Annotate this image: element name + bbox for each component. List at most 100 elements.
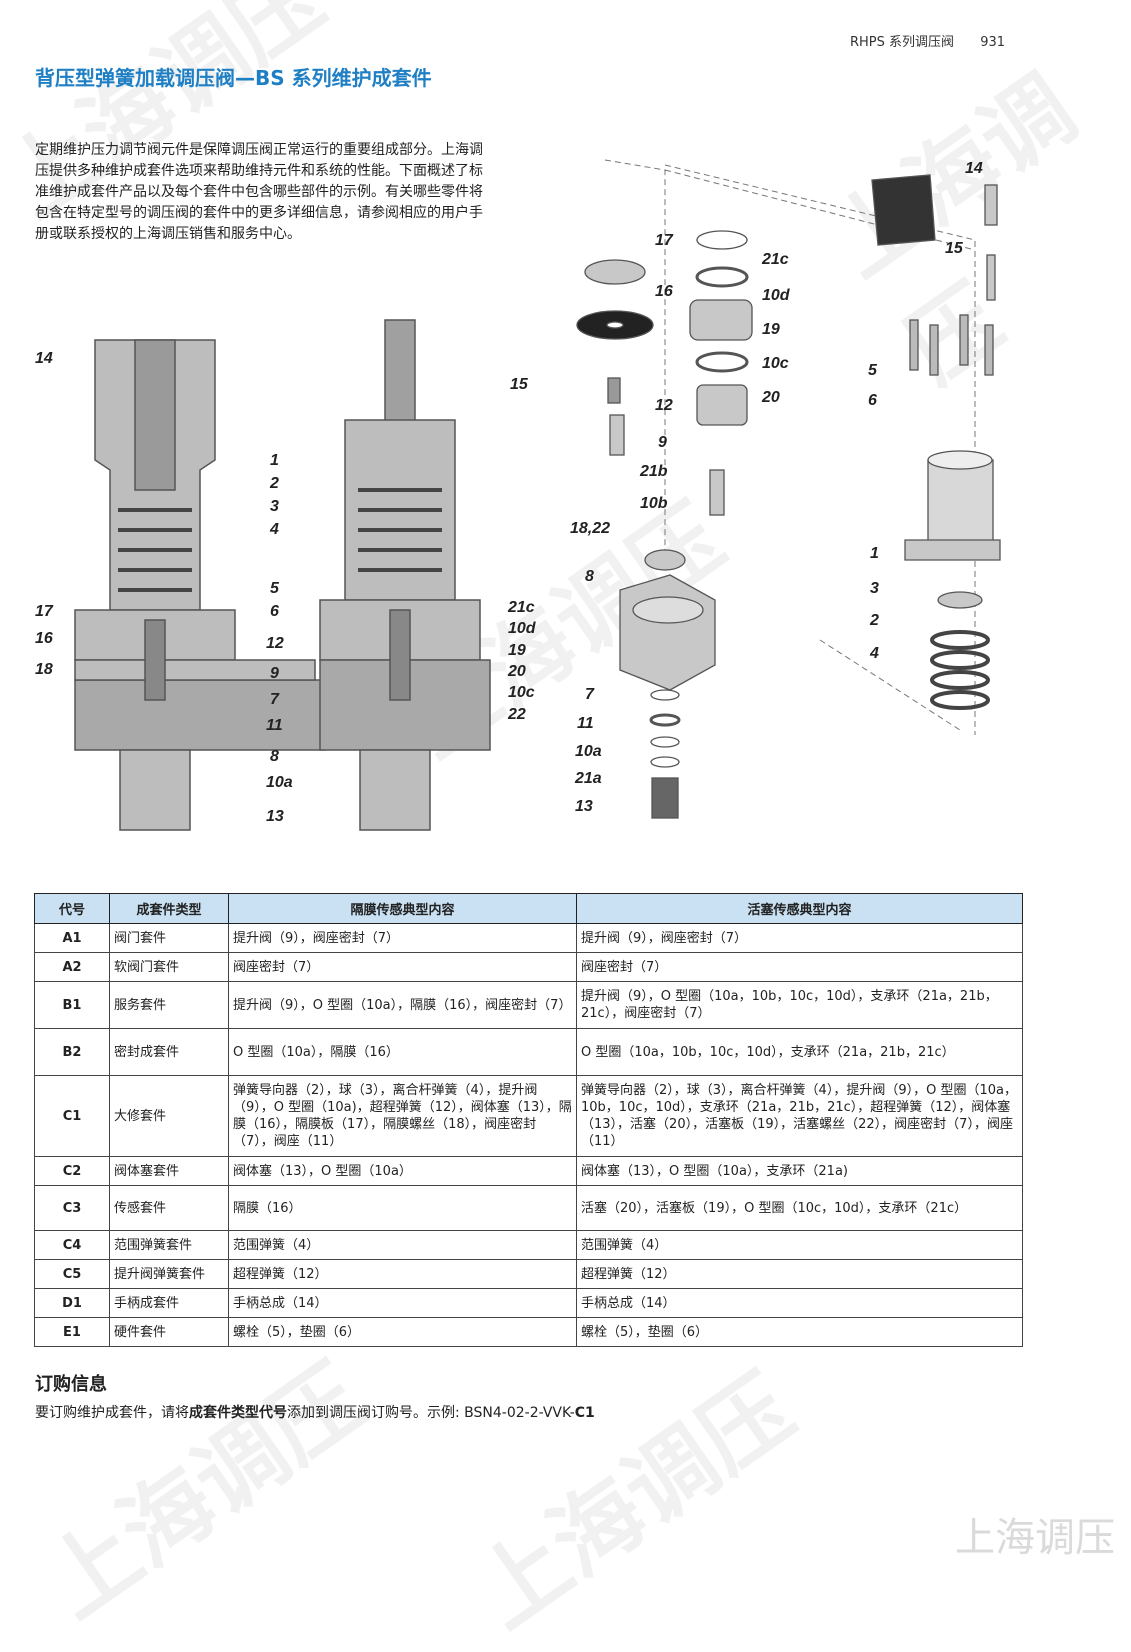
part-callout-label: 17	[35, 603, 53, 620]
ordering-text-middle: 添加到调压阀订购号。示例: BSN4-02-2-VVK-	[287, 1405, 575, 1421]
table-row: E1 硬件套件 螺栓（5），垫圈（6） 螺栓（5），垫圈（6）	[34, 1317, 1023, 1347]
part-callout-label: 12	[655, 397, 673, 414]
diaphragm-contents: 手柄总成（14）	[228, 1288, 577, 1318]
kit-type: 阀门套件	[109, 923, 229, 953]
part-callout-label: 6	[270, 603, 279, 620]
part-callout-label: 1	[870, 545, 879, 562]
kit-code: B1	[34, 981, 110, 1029]
part-callout-label: 10b	[640, 495, 668, 512]
right-exploded-parts	[871, 174, 1001, 710]
kit-code: E1	[34, 1317, 110, 1347]
piston-contents: 提升阀（9），O 型圈（10a，10b，10c，10d），支承环（21a，21b…	[576, 981, 1023, 1029]
ordering-text: 要订购维护成套件，请将成套件类型代号添加到调压阀订购号。示例: BSN4-02-…	[35, 1402, 595, 1422]
part-callout-label: 19	[508, 642, 526, 659]
piston-contents: 提升阀（9），阀座密封（7）	[576, 923, 1023, 953]
table-row: C3 传感套件 隔膜（16） 活塞（20），活塞板（19），O 型圈（10c，1…	[34, 1185, 1023, 1231]
page-header: RHPS 系列调压阀 931	[850, 31, 1005, 50]
part-callout-label: 19	[762, 321, 780, 338]
part-callout-label: 11	[266, 717, 283, 734]
part-callout-label: 17	[655, 232, 673, 249]
diaphragm-valve-cutaway	[74, 339, 326, 831]
part-callout-label: 8	[270, 748, 279, 765]
diaphragm-contents: 超程弹簧（12）	[228, 1259, 577, 1289]
piston-contents: 活塞（20），活塞板（19），O 型圈（10c，10d），支承环（21c）	[576, 1185, 1023, 1231]
part-callout-label: 16	[655, 283, 673, 300]
ordering-text-bold: 成套件类型代号	[189, 1405, 287, 1421]
kit-code: C4	[34, 1230, 110, 1260]
part-callout-label: 10c	[508, 684, 535, 701]
kit-code: C1	[34, 1075, 110, 1157]
diaphragm-contents: 提升阀（9），阀座密封（7）	[228, 923, 577, 953]
piston-contents: 弹簧导向器（2），球（3），离合杆弹簧（4），提升阀（9），O 型圈（10a，1…	[576, 1075, 1023, 1157]
piston-contents: 超程弹簧（12）	[576, 1259, 1023, 1289]
part-callout-label: 10d	[508, 620, 536, 637]
part-callout-label: 10c	[762, 355, 789, 372]
header-diaphragm-contents: 隔膜传感典型内容	[228, 893, 577, 924]
part-callout-label: 20	[762, 389, 780, 406]
kit-code: C2	[34, 1156, 110, 1186]
watermark: 上海调压	[457, 1355, 813, 1649]
diaphragm-contents: 弹簧导向器（2），球（3），离合杆弹簧（4），提升阀（9），O 型圈（10a)，…	[228, 1075, 577, 1157]
part-callout-label: 3	[870, 580, 879, 597]
kit-code: C5	[34, 1259, 110, 1289]
page-number: 931	[980, 35, 1006, 50]
part-callout-label: 15	[945, 240, 963, 257]
kit-type: 大修套件	[109, 1075, 229, 1157]
diaphragm-contents: 隔膜（16）	[228, 1185, 577, 1231]
part-callout-label: 12	[266, 635, 284, 652]
part-callout-label: 21c	[762, 251, 789, 268]
header-kit-type: 成套件类型	[109, 893, 229, 924]
kit-code: A1	[34, 923, 110, 953]
part-callout-label: 9	[658, 434, 667, 451]
diaphragm-contents: 阀体塞（13），O 型圈（10a）	[228, 1156, 577, 1186]
ordering-example-suffix: C1	[574, 1405, 595, 1421]
part-callout-label: 22	[508, 706, 526, 723]
part-callout-label: 7	[270, 691, 279, 708]
part-callout-label: 21b	[640, 463, 668, 480]
part-callout-label: 10a	[575, 743, 602, 760]
piston-contents: 手柄总成（14）	[576, 1288, 1023, 1318]
kit-type: 手柄成套件	[109, 1288, 229, 1318]
table-header-row: 代号 成套件类型 隔膜传感典型内容 活塞传感典型内容	[34, 893, 1023, 924]
part-callout-label: 5	[868, 362, 877, 379]
part-callout-label: 3	[270, 498, 279, 515]
diaphragm-contents: 范围弹簧（4）	[228, 1230, 577, 1260]
page-title: 背压型弹簧加载调压阀—BS 系列维护成套件	[35, 66, 432, 90]
part-callout-label: 14	[35, 350, 53, 367]
table-row: C2 阀体塞套件 阀体塞（13），O 型圈（10a） 阀体塞（13），O 型圈（…	[34, 1156, 1023, 1186]
maintenance-kits-table: 代号 成套件类型 隔膜传感典型内容 活塞传感典型内容 A1 阀门套件 提升阀（9…	[34, 893, 1023, 1347]
kit-type: 范围弹簧套件	[109, 1230, 229, 1260]
diaphragm-contents: O 型圈（10a），隔膜（16）	[228, 1028, 577, 1076]
part-callout-label: 18,22	[570, 520, 611, 537]
watermark-corner: 上海调压	[955, 1515, 1115, 1561]
part-callout-label: 2	[870, 612, 879, 629]
table-row: C5 提升阀弹簧套件 超程弹簧（12） 超程弹簧（12）	[34, 1259, 1023, 1289]
piston-contents: 阀座密封（7）	[576, 952, 1023, 982]
ordering-heading: 订购信息	[35, 1374, 107, 1395]
piston-contents: 范围弹簧（4）	[576, 1230, 1023, 1260]
part-callout-label: 20	[508, 663, 526, 680]
header-code: 代号	[34, 893, 110, 924]
table-row: A2 软阀门套件 阀座密封（7） 阀座密封（7）	[34, 952, 1023, 982]
kit-code: A2	[34, 952, 110, 982]
intro-paragraph: 定期维护压力调节阀元件是保障调压阀正常运行的重要组成部分。上海调压提供多种维护成…	[35, 142, 483, 242]
kit-type: 软阀门套件	[109, 952, 229, 982]
part-callout-label: 4	[270, 521, 279, 538]
part-callout-label: 16	[35, 630, 53, 647]
part-callout-label: 21a	[575, 770, 602, 787]
diaphragm-contents: 提升阀（9），O 型圈（10a），隔膜（16），阀座密封（7）	[228, 981, 577, 1029]
header-piston-contents: 活塞传感典型内容	[576, 893, 1023, 924]
kit-code: B2	[34, 1028, 110, 1076]
table-row: D1 手柄成套件 手柄总成（14） 手柄总成（14）	[34, 1288, 1023, 1318]
kit-type: 硬件套件	[109, 1317, 229, 1347]
part-callout-label: 18	[35, 661, 53, 678]
part-callout-label: 15	[510, 376, 528, 393]
table-row: C4 范围弹簧套件 范围弹簧（4） 范围弹簧（4）	[34, 1230, 1023, 1260]
ordering-text-prefix: 要订购维护成套件，请将	[35, 1405, 189, 1421]
part-callout-label: 21c	[508, 599, 535, 616]
table-row: C1 大修套件 弹簧导向器（2），球（3），离合杆弹簧（4），提升阀（9），O …	[34, 1075, 1023, 1157]
table-row: B2 密封成套件 O 型圈（10a），隔膜（16） O 型圈（10a，10b，1…	[34, 1028, 1023, 1076]
diaphragm-contents: 阀座密封（7）	[228, 952, 577, 982]
part-callout-label: 14	[965, 160, 983, 177]
kit-type: 传感套件	[109, 1185, 229, 1231]
